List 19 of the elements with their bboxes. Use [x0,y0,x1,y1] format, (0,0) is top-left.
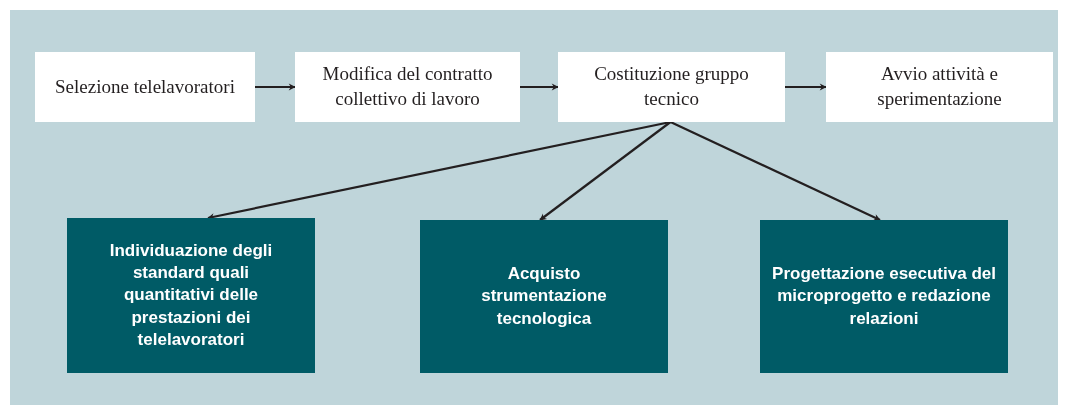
task-box [760,220,1008,373]
box-label: Selezione telelavoratori [55,74,235,99]
box-label: Progettazione esecutiva del microprogetto e redazione relazioni [771,263,997,330]
arrow [539,121,672,221]
step-box [35,52,255,122]
step-box [295,52,520,122]
box-label: Modifica del contratto collettivo di lavoro [321,62,494,111]
step-box [558,52,785,122]
box-label: Individuazione degli standard quali quantitativi delle prestazioni dei telelavoratori [108,240,274,351]
task-box [420,220,668,373]
box-label: Avvio attività e sperimentazione [876,62,1003,111]
box-label: Costituzione gruppo tecnico [593,62,750,111]
arrow [785,83,827,91]
step-box [826,52,1053,122]
arrow [670,121,881,221]
task-box [67,218,315,373]
arrow [255,83,296,91]
box-label: Acquisto strumentazione tecnologica [480,263,608,330]
arrow [520,83,559,91]
